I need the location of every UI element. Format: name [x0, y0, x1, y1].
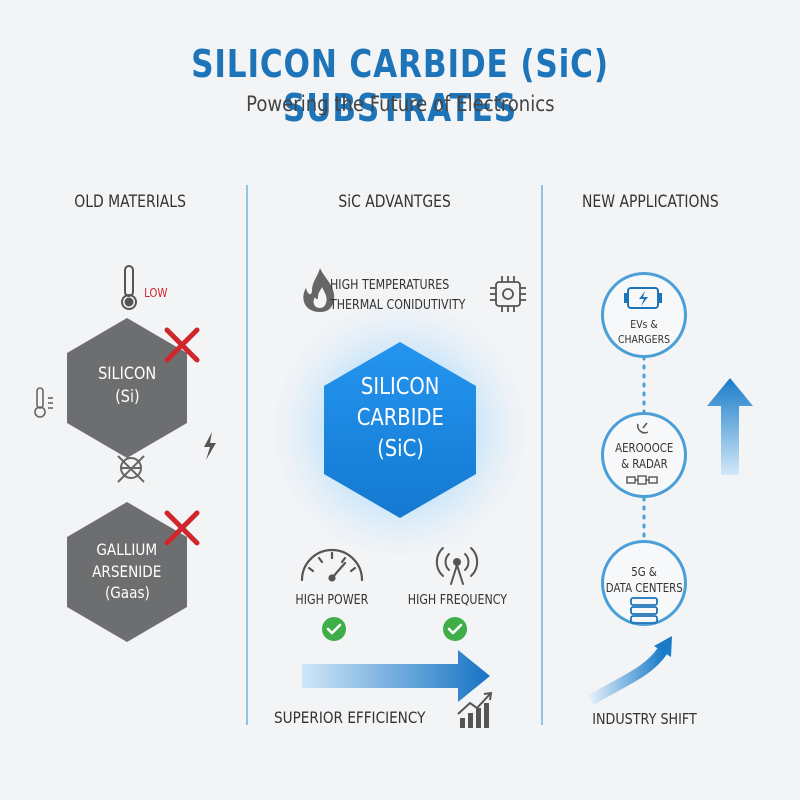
app-circle-evs	[601, 272, 687, 358]
column-divider-left	[246, 185, 248, 725]
sic-advantages-heading: SiC ADVANTGES	[338, 192, 452, 212]
old-materials-graphics	[34, 265, 216, 642]
feature-temperature-label: HIGH TEMPERATURES	[330, 278, 450, 293]
thermometer-small-icon	[34, 387, 53, 418]
flame-icon	[303, 268, 335, 312]
superior-efficiency-label: SUPERIOR EFFICIENCY	[274, 708, 426, 727]
high-power-label: HIGH POWER	[295, 593, 369, 608]
sic-graphics	[270, 268, 530, 728]
high-frequency-label: HIGH FREQUENCY	[407, 593, 508, 608]
app-label-aerospace: AEROOOCE & RADAR	[614, 441, 674, 472]
feature-conductivity-label: THERMAL CONIDUTIVITY	[330, 298, 466, 313]
no-signal-icon	[117, 455, 145, 483]
growth-chart-icon	[457, 691, 493, 728]
new-applications-heading: NEW APPLICATIONS	[581, 192, 719, 212]
antenna-icon	[435, 547, 479, 585]
applications-graphics	[588, 287, 753, 705]
chip-icon	[490, 276, 526, 312]
column-divider-right	[541, 185, 543, 725]
lightning-icon	[204, 432, 216, 460]
app-label-evs: EVs & CHARGERS	[617, 318, 671, 346]
cross-icon	[164, 510, 200, 546]
efficiency-arrow	[302, 650, 490, 702]
sic-hexagon	[324, 342, 476, 518]
gaas-label: GALLIUM ARSENIDE (Gaas)	[92, 540, 162, 603]
cross-icon	[164, 327, 200, 363]
low-label: LOW	[144, 286, 168, 300]
growth-arrow	[707, 378, 753, 475]
gaas-hexagon	[67, 502, 187, 642]
page-title: SILICON CARBIDE (SiC) SUBSTRATES	[191, 42, 609, 130]
check-icon	[443, 617, 467, 641]
industry-shift-label: INDUSTRY SHIFT	[592, 710, 698, 728]
page-subtitle: Powering the Future of Electronics	[245, 92, 555, 116]
check-icon	[322, 617, 346, 641]
thermometer-icon	[121, 265, 137, 310]
gauge-icon	[300, 548, 364, 582]
silicon-label: SILICON (Si)	[97, 364, 157, 407]
silicon-hexagon	[67, 318, 187, 458]
sic-label: SILICON CARBIDE (SiC)	[356, 374, 444, 463]
industry-shift-arrow	[588, 646, 668, 705]
old-materials-heading: OLD MATERIALS	[74, 192, 186, 212]
app-label-datacenters: 5G & DATA CENTERS	[605, 565, 683, 596]
industry-shift-arrowhead	[654, 636, 672, 657]
